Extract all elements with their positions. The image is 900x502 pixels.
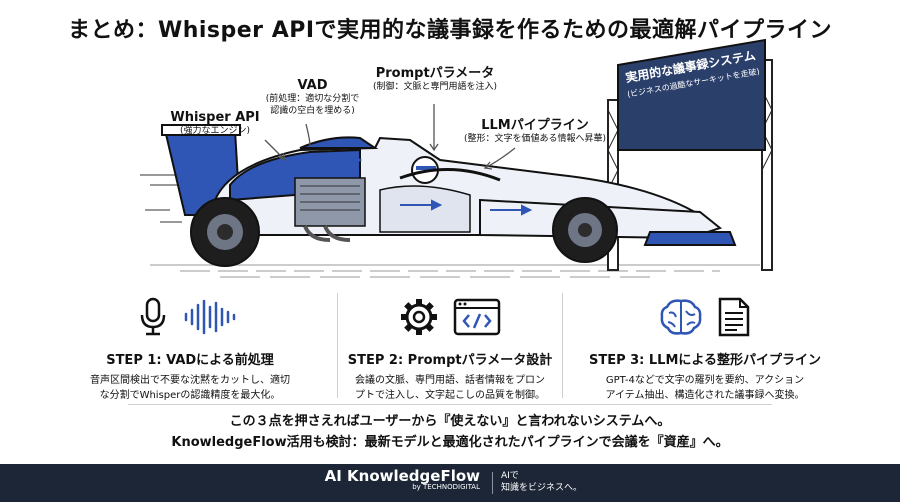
label-whisper-title: Whisper API xyxy=(170,110,260,125)
label-vad: VAD (前処理：適切な分割で 認識の空白を埋める) xyxy=(255,78,370,117)
footer-separator xyxy=(492,472,493,494)
summary-line-2: KnowledgeFlow活用も検討：最新モデルと最適化されたパイプラインで会議… xyxy=(171,434,729,450)
code-window-icon xyxy=(453,298,501,336)
step-1-desc-2: な分割でWhisperの認識精度を最大化。 xyxy=(99,389,281,401)
step-2-desc-1: 会議の文脈、専門用語、話者情報をプロン xyxy=(355,375,545,386)
gear-icon xyxy=(401,299,437,335)
brand-logo[interactable]: AI KnowledgeFlow by TECHNODIGITAL xyxy=(300,467,480,491)
step-3: STEP 3: LLMによる整形パイプライン GPT-4などで文字の羅列を要約、… xyxy=(560,295,850,403)
label-prompt-sub: (制御：文脈と専門用語を注入) xyxy=(372,82,498,93)
step-3-desc-2: アイテム抽出、構造化された議事録へ変換。 xyxy=(605,389,805,401)
summary-line-1: この３点を押さえればユーザーから『使えない』と言われないシステムへ。 xyxy=(229,414,671,429)
car-body xyxy=(214,136,737,246)
microphone-icon xyxy=(140,297,166,336)
banner-board xyxy=(617,38,766,151)
tagline: AIで 知識をビジネスへ。 xyxy=(501,470,582,494)
label-whisper-sub: (強力なエンジン) xyxy=(179,126,251,137)
label-prompt: Promptパラメータ (制御：文脈と専門用語を注入) xyxy=(365,66,505,94)
step-1: STEP 1: VADによる前処理 音声区間検出で不要な沈黙をカットし、適切 な… xyxy=(45,295,335,403)
document-icon xyxy=(718,297,750,337)
brand-name: AI KnowledgeFlow xyxy=(324,467,480,485)
label-prompt-title: Promptパラメータ xyxy=(375,66,495,81)
label-vad-sub2: 認識の空白を埋める) xyxy=(270,105,355,116)
label-vad-title: VAD xyxy=(297,78,328,93)
tagline-line-1: AIで xyxy=(501,471,519,481)
label-whisper: Whisper API (強力なエンジン) xyxy=(160,110,270,138)
footer: AI KnowledgeFlow by TECHNODIGITAL AIで 知識… xyxy=(0,464,900,502)
step-2-title: STEP 2: Promptパラメータ設計 xyxy=(347,353,553,368)
ground-lines xyxy=(150,264,760,278)
tagline-line-2: 知識をビジネスへ。 xyxy=(501,483,583,494)
step-2: STEP 2: Promptパラメータ設計 会議の文脈、専門用語、話者情報をプロ… xyxy=(305,295,595,403)
brain-icon xyxy=(660,299,702,335)
brand-by: by TECHNODIGITAL xyxy=(412,483,480,491)
label-vad-sub1: (前処理：適切な分割で xyxy=(265,94,360,105)
step-divider-2 xyxy=(562,293,563,398)
rear-wheel xyxy=(190,197,260,267)
step-2-desc-2: プトで注入し、文字起こしの品質を制御。 xyxy=(355,389,545,401)
step-3-desc-1: GPT-4などで文字の羅列を要約、アクション xyxy=(605,375,805,386)
label-llm: LLMパイプライン (整形：文字を価値ある情報へ昇華) xyxy=(460,118,610,146)
step-3-title: STEP 3: LLMによる整形パイプライン xyxy=(588,353,822,368)
front-wheel xyxy=(552,197,618,263)
sound-wave-icon xyxy=(184,299,236,335)
label-llm-title: LLMパイプライン xyxy=(481,118,589,133)
summary: この３点を押さえればユーザーから『使えない』と言われないシステムへ。 Knowl… xyxy=(0,412,900,454)
step-1-desc-1: 音声区間検出で不要な沈黙をカットし、適切 xyxy=(90,375,290,386)
summary-divider xyxy=(128,404,772,405)
label-llm-sub: (整形：文字を価値ある情報へ昇華) xyxy=(463,134,607,145)
step-divider-1 xyxy=(337,293,338,398)
step-1-title: STEP 1: VADによる前処理 xyxy=(106,353,274,368)
speed-lines xyxy=(140,174,182,223)
race-car-illustration xyxy=(140,38,773,278)
callout-arrows xyxy=(264,104,516,170)
page-title: まとめ：Whisper APIで実用的な議事録を作るための最適解パイプライン xyxy=(67,18,833,43)
